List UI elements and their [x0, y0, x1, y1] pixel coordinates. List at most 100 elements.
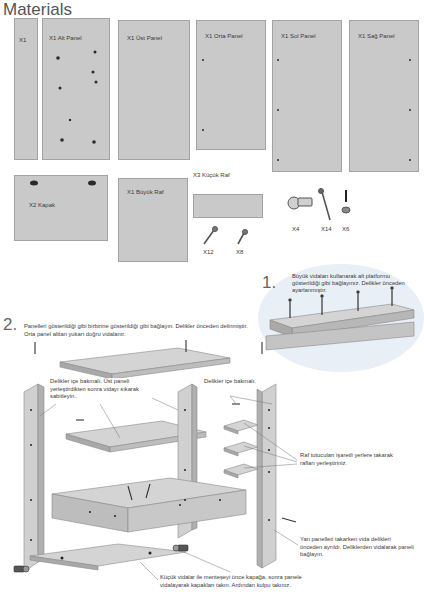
drawing-line — [140, 562, 158, 580]
panel-part: X1 Üst Panel — [118, 20, 190, 160]
drawing-circle — [30, 499, 32, 501]
part-name: X1 Sağ Panel — [358, 33, 414, 41]
callout-note: Yan panelleri takarken vida delikleri ön… — [300, 536, 414, 559]
drawing-polygon — [66, 434, 110, 452]
quantity-label: X6 — [342, 226, 362, 234]
step1-platform — [266, 286, 414, 350]
part-name: X1 — [19, 37, 33, 45]
drawing-g — [288, 286, 393, 301]
drawing-circle — [213, 227, 218, 232]
drawing-ellipse — [88, 181, 96, 186]
drawing-polygon — [30, 556, 98, 570]
drawing-circle — [409, 159, 411, 161]
drawing-polygon — [128, 490, 246, 532]
drawing-circle — [268, 409, 270, 411]
drawing-polygon — [266, 322, 414, 350]
small-shelf-board — [193, 194, 263, 218]
callout-note: Delikler içe bakmalı. — [204, 378, 264, 386]
drawing-circle — [23, 566, 29, 572]
page-title: Materials — [3, 0, 72, 20]
step-number: 2. — [3, 316, 25, 333]
drawing-circle — [30, 444, 32, 446]
drawing-polygon — [52, 494, 128, 532]
drawing-circle — [30, 539, 32, 541]
drawing-polygon — [224, 470, 238, 478]
drawing-polygon — [224, 426, 238, 434]
quantity-label: X12 — [203, 249, 223, 257]
instruction-text: Büyük vidaları kullanarak alt platformu … — [292, 273, 412, 295]
drawing-circle — [69, 119, 71, 121]
drawing-line — [100, 404, 120, 438]
drawing-circle — [268, 449, 270, 451]
drawing-circle — [95, 81, 98, 84]
drawing-circle — [59, 87, 62, 90]
quantity-label: X14 — [321, 226, 341, 234]
drawing-line — [321, 296, 322, 315]
drawing-g — [30, 409, 270, 560]
drawing-line — [274, 530, 298, 545]
quantity-label: X4 — [292, 226, 312, 234]
drawing-circle — [409, 109, 411, 111]
drawing-g — [14, 545, 188, 572]
drawing-line — [244, 464, 297, 468]
drawing-line — [289, 300, 290, 318]
part-name: X1 Büyük Raf — [127, 189, 183, 197]
drawing-circle — [184, 469, 186, 471]
drawing-circle — [319, 189, 324, 194]
drawing-circle — [268, 471, 270, 473]
drawing-line — [40, 404, 56, 416]
drawing-line — [238, 233, 244, 244]
panel-part: X1 Sol Panel — [272, 20, 342, 172]
drawing-line — [244, 423, 297, 460]
panel-part: X1 Alt Panel — [42, 18, 110, 160]
drawing-circle — [409, 59, 411, 61]
callout-note: Delikler içe bakmalı. Üst paneli yerleşt… — [50, 378, 152, 401]
step2-exploded-view — [14, 340, 296, 572]
drawing-circle — [219, 499, 221, 501]
drawing-circle — [92, 140, 96, 144]
drawing-line — [345, 190, 347, 202]
drawing-circle — [268, 427, 270, 429]
drawing-line — [244, 446, 297, 462]
part-name: X1 Alt Panel — [49, 35, 105, 43]
drawing-circle — [390, 286, 393, 289]
drawing-rect — [298, 198, 312, 206]
drawing-g — [290, 288, 392, 318]
drawing-circle — [202, 59, 204, 61]
drawing-circle — [202, 129, 204, 131]
drawing-line — [261, 342, 262, 354]
drawing-polygon — [257, 389, 262, 568]
drawing-line — [185, 340, 186, 352]
drawing-circle — [94, 51, 97, 54]
drawing-line — [128, 486, 132, 500]
drawing-circle — [288, 298, 291, 301]
drawing-circle — [173, 545, 179, 551]
hardware-icons — [204, 189, 350, 245]
quantity-label: X8 — [236, 249, 256, 257]
drawing-polygon — [224, 448, 238, 456]
drawing-polygon — [38, 384, 44, 562]
drawing-circle — [184, 409, 186, 411]
panel-part: X1 Orta Panel — [196, 20, 266, 150]
panel-part: X1 Sağ Panel — [349, 20, 419, 172]
drawing-line — [204, 230, 214, 244]
drawing-polygon — [24, 384, 38, 572]
drawing-circle — [114, 515, 116, 517]
panel-part: X1 Büyük Raf — [118, 178, 188, 262]
drawing-circle — [179, 504, 181, 506]
drawing-circle — [243, 230, 248, 235]
drawing-circle — [89, 511, 91, 513]
callout-note: Küçük vidalar ile menteşeyi önce kapağa,… — [160, 574, 310, 589]
drawing-circle — [56, 56, 60, 60]
step-number: 1. — [262, 274, 284, 291]
drawing-polygon — [60, 362, 112, 379]
panel-holes — [30, 51, 411, 186]
drawing-rect — [14, 566, 24, 572]
drawing-line — [146, 484, 150, 498]
drawing-ellipse — [342, 207, 350, 213]
drawing-circle — [184, 499, 186, 501]
drawing-polygon — [262, 384, 276, 568]
drawing-line — [357, 292, 358, 311]
drawing-circle — [30, 409, 32, 411]
